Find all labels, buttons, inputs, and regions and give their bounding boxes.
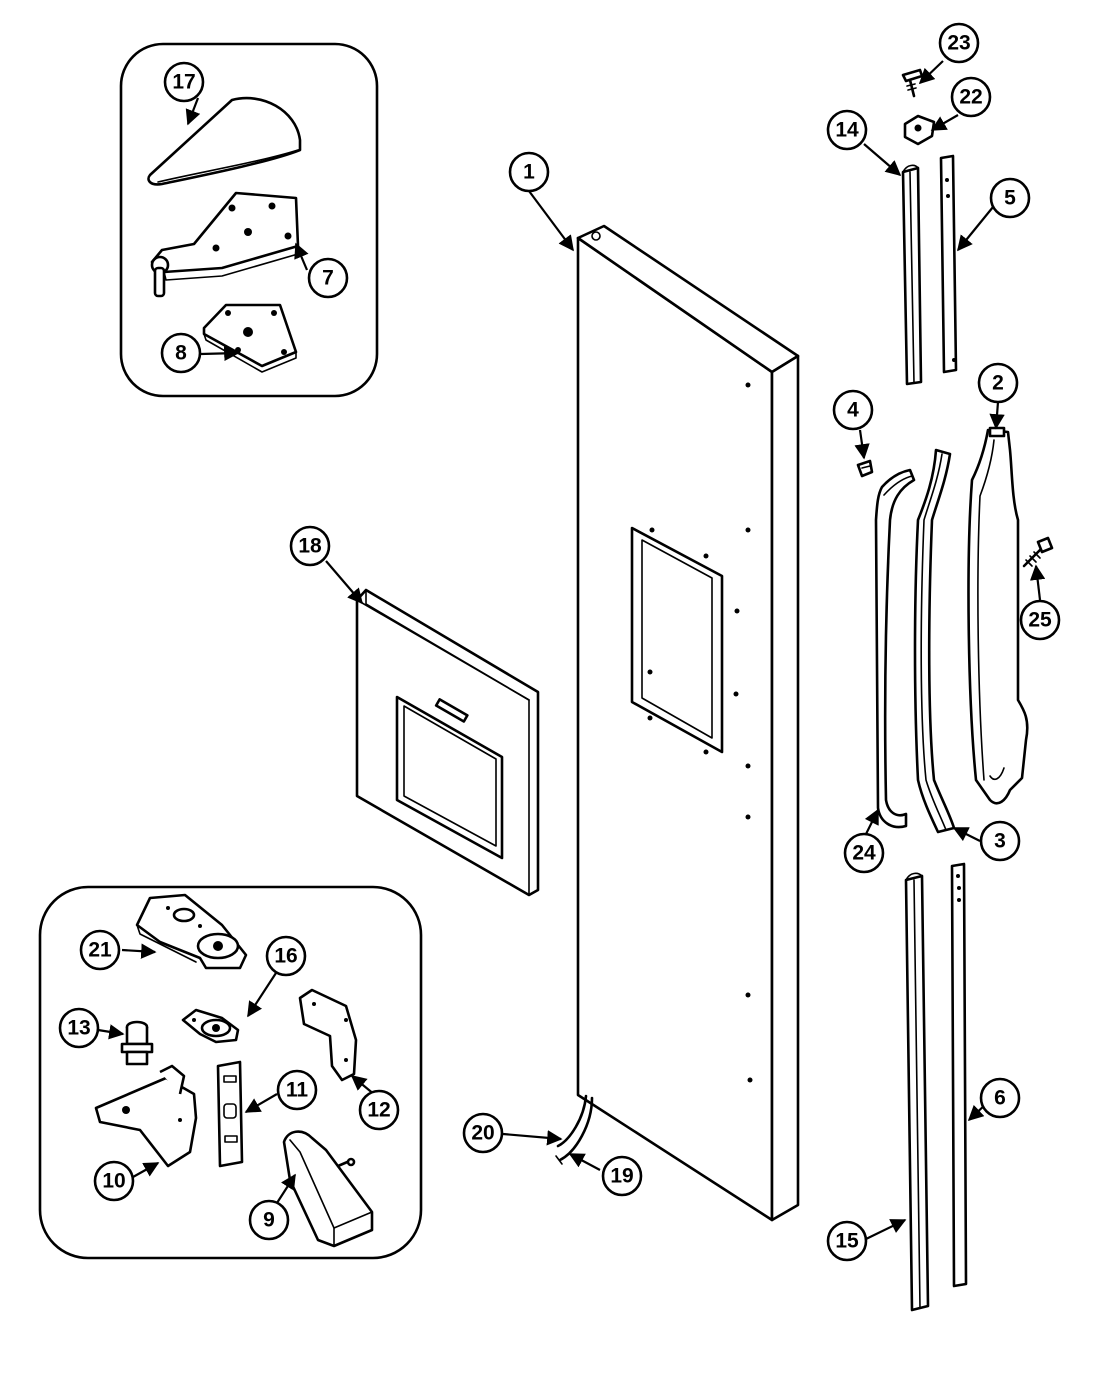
callout-22: 22: [950, 76, 992, 118]
part-15-lower-trim-strip: [904, 872, 930, 1312]
part-16-hinge-bracket: [181, 1008, 240, 1044]
part-13-bushing: [120, 1020, 154, 1066]
callout-7: 7: [307, 257, 349, 299]
callout-6: 6: [979, 1077, 1021, 1119]
part-11-slotted-plate: [216, 1060, 244, 1168]
callout-5: 5: [989, 177, 1031, 219]
part-4-screw: [856, 459, 874, 478]
callout-12: 12: [358, 1089, 400, 1131]
part-10-support-bracket: [94, 1064, 198, 1168]
callout-18: 18: [289, 525, 331, 567]
svg-text:10: 10: [102, 1170, 125, 1193]
svg-text:20: 20: [471, 1122, 494, 1145]
svg-text:19: 19: [610, 1165, 633, 1188]
part-17-hinge-cover: [147, 96, 302, 186]
part-9-bracket-block: [282, 1130, 374, 1248]
callout-1: 1: [508, 151, 550, 193]
svg-text:25: 25: [1028, 609, 1052, 632]
part-6-lower-mounting-strip: [950, 862, 968, 1288]
svg-text:7: 7: [322, 267, 334, 290]
part-18-dispenser-trim: [355, 588, 540, 897]
svg-text:4: 4: [847, 399, 859, 422]
callout-4: 4: [832, 389, 874, 431]
callout-25: 25: [1019, 599, 1061, 641]
callout-23: 23: [938, 22, 980, 64]
callout-14: 14: [826, 109, 868, 151]
callout-19: 19: [601, 1155, 643, 1197]
svg-text:8: 8: [175, 342, 187, 365]
svg-text:15: 15: [835, 1230, 859, 1253]
svg-text:16: 16: [274, 945, 297, 968]
callout-11: 11: [276, 1069, 318, 1111]
callout-20: 20: [462, 1112, 504, 1154]
part-12-bracket-plate: [298, 988, 358, 1082]
svg-text:21: 21: [88, 939, 112, 962]
part-21-lower-hinge: [135, 893, 248, 970]
svg-text:17: 17: [172, 71, 195, 94]
svg-text:1: 1: [523, 161, 535, 184]
svg-text:22: 22: [959, 86, 982, 109]
svg-text:11: 11: [286, 1079, 309, 1102]
leaders: [97, 60, 1046, 1240]
part-3-handle: [913, 448, 956, 834]
part-1-door: [576, 224, 800, 1222]
callout-8: 8: [160, 332, 202, 374]
svg-text:6: 6: [994, 1087, 1006, 1110]
part-5-upper-mounting-strip: [939, 154, 958, 374]
svg-text:2: 2: [992, 372, 1004, 395]
part-7-upper-hinge: [150, 191, 300, 298]
callout-13: 13: [58, 1007, 100, 1049]
callout-15: 15: [826, 1220, 868, 1262]
part-2-handle-mount: [967, 426, 1029, 805]
svg-text:23: 23: [947, 32, 970, 55]
svg-text:3: 3: [994, 830, 1006, 853]
part-8-hinge-shim: [202, 303, 298, 373]
upper-hinge-inset-box: [119, 42, 379, 398]
svg-text:14: 14: [835, 119, 859, 142]
part-25-screw: [1022, 536, 1054, 568]
callout-3: 3: [979, 820, 1021, 862]
part-19-20-tubing: [555, 1094, 594, 1165]
callout-16: 16: [265, 935, 307, 977]
part-14-upper-trim-strip: [901, 164, 923, 386]
part-22-nut: [903, 114, 936, 146]
callout-24: 24: [843, 832, 885, 874]
callout-2: 2: [977, 362, 1019, 404]
callout-21: 21: [79, 929, 121, 971]
callout-9: 9: [248, 1199, 290, 1241]
svg-text:24: 24: [852, 842, 876, 865]
svg-text:12: 12: [367, 1099, 390, 1122]
part-23-screw: [901, 68, 924, 98]
svg-text:18: 18: [298, 535, 322, 558]
lower-hinge-inset-box: [38, 885, 423, 1260]
part-24-handle: [874, 468, 916, 829]
callout-10: 10: [93, 1160, 135, 1202]
callout-17: 17: [163, 61, 205, 103]
svg-text:13: 13: [67, 1017, 90, 1040]
svg-text:5: 5: [1004, 187, 1016, 210]
svg-text:9: 9: [263, 1209, 275, 1232]
